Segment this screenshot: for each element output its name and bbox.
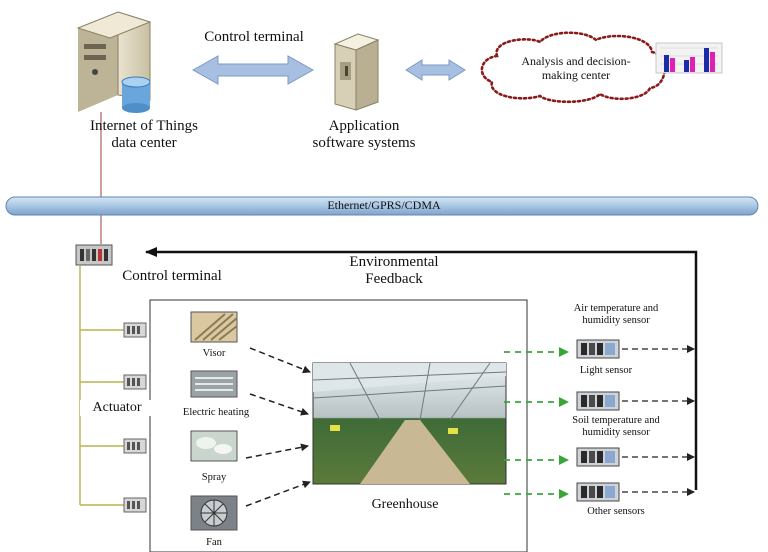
app-software-label: Application software systems xyxy=(286,118,442,153)
app-software-label-line2: software systems xyxy=(312,135,416,152)
actuator-label-spray: Spray xyxy=(201,472,227,483)
network-bus xyxy=(5,196,759,216)
spray-image xyxy=(190,430,238,462)
fan-image xyxy=(190,495,238,531)
light-sensor-label: Light sensor xyxy=(579,365,633,376)
actuator-controller-spray-icon xyxy=(123,438,147,454)
double-arrow-iot-app xyxy=(191,55,315,85)
actuator-wiring xyxy=(79,265,124,506)
app-software-label-line1: Application xyxy=(328,118,400,134)
actuator-label-electric-heating: Electric heating xyxy=(182,407,250,418)
feedback-arrow xyxy=(145,247,698,490)
actuator-controller-fan-icon xyxy=(123,497,147,513)
analysis-center-label-line2: making center xyxy=(541,67,611,82)
actuator-label: Actuator xyxy=(80,400,154,417)
visor-image xyxy=(190,311,238,343)
other-sensors-label: Other sensors xyxy=(587,506,645,517)
iot-center-label-line2: data center xyxy=(111,135,177,152)
bar-chart-icon xyxy=(655,42,723,74)
iot-center-label-line1: Internet of Things xyxy=(89,118,199,134)
analysis-cloud xyxy=(480,31,666,104)
environmental-feedback-line1: Environmental xyxy=(349,254,439,270)
soil-sensor-icon xyxy=(576,447,620,467)
double-arrow-app-analysis xyxy=(405,59,466,81)
light-sensor-icon xyxy=(576,391,620,411)
air-sensor-label-line1: Air temperature and xyxy=(573,303,659,314)
actuator-label-fan: Fan xyxy=(206,537,222,548)
iot-server-icon xyxy=(76,11,152,113)
iot-center-label: Internet of Things data center xyxy=(60,118,228,153)
electric-heating-image xyxy=(190,370,238,398)
soil-sensor-label: Soil temperature and humidity sensor xyxy=(556,415,676,439)
network-bus-label: Ethernet/GPRS/CDMA xyxy=(327,198,441,212)
sensor-to-feedback-arrows xyxy=(622,345,695,496)
field-boundary xyxy=(149,299,528,552)
field-control-terminal-label: Control terminal xyxy=(122,268,222,284)
other-sensor-icon xyxy=(576,482,620,502)
actuator-label-visor: Visor xyxy=(202,348,226,359)
environmental-feedback-line2: Feedback xyxy=(365,271,423,288)
top-control-terminal-label: Control terminal xyxy=(204,29,304,45)
air-sensor-label: Air temperature and humidity sensor xyxy=(554,303,678,327)
greenhouse-image xyxy=(312,362,507,485)
analysis-center-label: Analysis and decision- making center xyxy=(508,54,644,83)
actuator-controller-heating-icon xyxy=(123,374,147,390)
actuator-to-greenhouse-arrows xyxy=(245,347,311,507)
analysis-center-label-line1: Analysis and decision- xyxy=(521,54,631,68)
greenhouse-label: Greenhouse xyxy=(371,497,439,512)
air-sensor-icon xyxy=(576,339,620,359)
soil-sensor-label-line2: humidity sensor xyxy=(582,427,650,439)
actuator-controller-visor-icon xyxy=(123,322,147,338)
air-sensor-label-line2: humidity sensor xyxy=(582,315,650,327)
soil-sensor-label-line1: Soil temperature and xyxy=(572,415,660,426)
environmental-feedback-label: Environmental Feedback xyxy=(326,254,462,289)
application-server-icon xyxy=(333,33,380,111)
control-terminal-device-icon xyxy=(75,244,113,266)
